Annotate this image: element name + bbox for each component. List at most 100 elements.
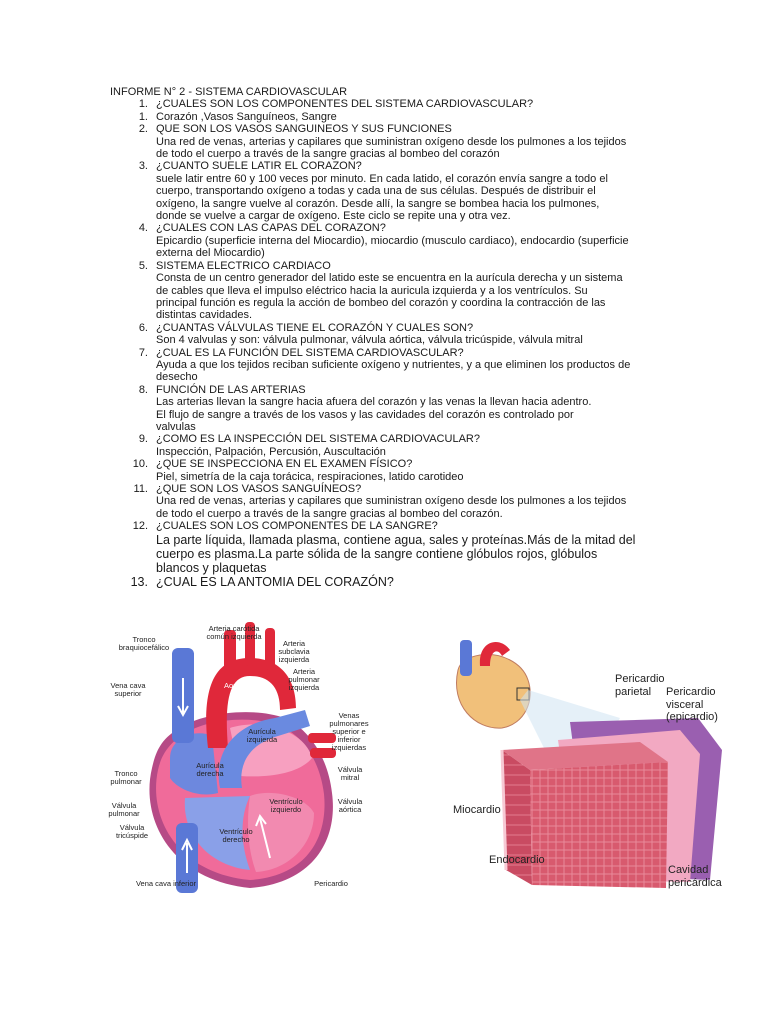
label-miocardio: Miocardio <box>453 804 501 816</box>
label-vent-izq: Ventrículo izquierdo <box>269 797 303 814</box>
carotid-artery <box>245 622 255 666</box>
right-ventricle <box>184 796 250 870</box>
item-question: ¿CUALES SON LOS COMPONENTES DE LA SANGRE… <box>156 520 438 533</box>
list-item: 6. ¿CUANTAS VÁLVULAS TIENE EL CORAZÓN Y C… <box>110 322 670 334</box>
item-answer-line: donde se vuelve a cargar de oxígeno. Est… <box>156 210 511 223</box>
heart-anatomy-figure <box>149 622 336 893</box>
document-title: INFORME N° 2 - SISTEMA CARDIOVASCULAR <box>110 86 348 98</box>
item-answer-line: suele latir entre 60 y 100 veces por min… <box>156 172 608 185</box>
item-answer-line: principal función es regula la acción de… <box>156 296 606 309</box>
list-item: 3. ¿CUANTO SUELE LATIR EL CORAZON? <box>110 160 670 172</box>
item-question: SISTEMA ELECTRICO CARDIACO <box>156 259 331 272</box>
flow-arrow <box>177 678 189 718</box>
list-item: 1. Corazón ,Vasos Sanguíneos, Sangre <box>110 111 670 123</box>
pulmonary-vein-lower <box>310 748 336 758</box>
question-list: 1.¿CUALES SON LOS COMPONENTES DEL SISTEM… <box>110 98 670 532</box>
list-item: 9. ¿COMO ES LA INSPECCIÓN DEL SISTEMA CAR… <box>110 433 670 445</box>
item-number: 4. <box>138 222 148 235</box>
label-cava-inf: Vena cava inferior <box>135 879 197 888</box>
small-heart-vein <box>460 640 472 676</box>
item-answer-line: Epicardio (superficie interna del Miocar… <box>156 234 629 247</box>
item-question: ¿QUE SON LOS VASOS SANGUÍNEOS? <box>156 483 362 495</box>
item-number: 3. <box>138 160 148 173</box>
item-answer-line: El flujo de sangre a través de los vasos… <box>156 408 574 421</box>
item-number: 11. <box>133 483 148 495</box>
label-aur-der: Aurícula derecha <box>196 761 224 778</box>
flow-arrow <box>255 813 271 859</box>
item-question: FUNCIÓN DE LAS ARTERIAS <box>156 383 306 396</box>
label-tronco-pulm: Tronco pulmonar <box>110 769 142 786</box>
item-answer-line: Inspección, Palpación, Percusión, Auscul… <box>156 445 386 458</box>
list-item: 4.¿CUALES CON LAS CAPAS DEL CORAZON? <box>110 222 670 234</box>
item-answer-line: de todo el cuerpo a través de la sangre … <box>156 507 503 520</box>
small-heart-aorta <box>479 642 510 666</box>
list-item: 2.QUE SON LOS VASOS SANGUINEOS Y SUS FUN… <box>110 123 670 135</box>
heart-layers-figure <box>456 640 722 888</box>
item-answer-line: cuerpo, transportando oxígeno a todas y … <box>156 185 596 198</box>
small-heart <box>456 653 531 729</box>
label-vent-der: Ventrículo derecho <box>219 827 253 844</box>
list-item: 11. ¿QUE SON LOS VASOS SANGUÍNEOS? <box>110 483 670 495</box>
item-number: 13. <box>130 574 148 589</box>
label-tronco: Tronco braquiocefálico <box>118 635 170 652</box>
document-body: INFORME N° 2 - SISTEMA CARDIOVASCULAR 1.… <box>110 86 670 589</box>
item-question: ¿COMO ES LA INSPECCIÓN DEL SISTEMA CARDI… <box>156 433 480 446</box>
label-v-pulmonar: Válvula pulmonar <box>108 801 140 818</box>
brachiocephalic-trunk <box>224 630 236 670</box>
item-answer-line: Una red de venas, arterias y capilares q… <box>156 135 627 148</box>
label-subclavia: Arteria subclavia izquierda <box>278 639 310 664</box>
item-number: 2. <box>138 123 148 136</box>
item-answer-line: desecho <box>156 371 198 384</box>
right-atrium <box>170 733 218 795</box>
answer-12: La parte líquida, llamada plasma, contie… <box>110 533 670 575</box>
myocardium-top <box>502 742 668 770</box>
item-answer-line: Son 4 valvulas y son: válvula pulmonar, … <box>156 334 583 347</box>
item-answer-line: distintas cavidades. <box>156 309 252 322</box>
label-v-aortica: Válvula aórtica <box>337 797 363 814</box>
item-answer-line: Las arterias llevan la sangre hacia afue… <box>156 396 592 409</box>
item-number: 9. <box>138 433 148 446</box>
item-question: ¿CUANTAS VÁLVULAS TIENE EL CORAZÓN Y CUA… <box>156 321 474 334</box>
item-number: 5. <box>138 259 148 272</box>
label-parietal: Pericardio parietal <box>615 673 665 698</box>
myocardium-front <box>502 750 532 885</box>
answer-12-line: La parte líquida, llamada plasma, contie… <box>156 532 636 547</box>
item-answer-line: Ayuda a que los tejidos reciban suficien… <box>156 358 631 371</box>
item-answer-line: oxígeno, la sangre vuelve al corazón. De… <box>156 197 600 210</box>
item-number: 10. <box>132 458 148 471</box>
label-pulm-izq: Arteria pulmonar izquierda <box>288 667 320 692</box>
left-ventricle <box>248 792 314 872</box>
myocardium-side <box>530 762 668 888</box>
item-number: 7. <box>138 346 148 359</box>
label-aorta: Aorta <box>224 681 242 690</box>
answer-12-line: blancos y plaquetas <box>156 560 267 575</box>
endocardium-edge <box>500 749 508 871</box>
list-item: 10.¿QUE SE INSPECCIONA EN EL EXAMEN FÍSI… <box>110 458 670 470</box>
item-number: 6. <box>138 321 148 334</box>
item-answer-line: Consta de un centro generador del latido… <box>156 272 623 285</box>
flow-arrow <box>181 837 193 873</box>
label-venas-pulm: Venas pulmonares superior e inferior izq… <box>329 711 369 752</box>
item-answer-line: valvulas <box>156 420 196 433</box>
item-question: Corazón ,Vasos Sanguíneos, Sangre <box>156 110 337 123</box>
item-number: 8. <box>138 383 148 396</box>
label-v-mitral: Válvula mitral <box>337 765 363 782</box>
item-number: 1. <box>138 98 148 111</box>
item-answer-line: Una red de venas, arterias y capilares q… <box>156 495 627 508</box>
label-pericardio: Pericardio <box>314 879 348 888</box>
list-item-13: 13. ¿CUAL ES LA ANTOMIA DEL CORAZÓN? <box>110 575 670 589</box>
item-answer-line: de cables que lleva el impulso eléctrico… <box>156 284 588 297</box>
item-number: 12. <box>132 520 148 533</box>
label-cava-sup: Vena cava superior <box>110 681 146 698</box>
list-item: 12. ¿CUALES SON LOS COMPONENTES DE LA SAN… <box>110 520 670 532</box>
item-answer-line: de todo el cuerpo a través de la sangre … <box>156 148 500 161</box>
label-carotida: Arteria carótida común izquierda <box>206 624 262 641</box>
item-question: ¿CUAL ES LA FUNCIÓN DEL SISTEMA CARDIOVA… <box>156 346 464 359</box>
subclavian-artery <box>265 628 275 670</box>
label-endocardio: Endocardio <box>489 854 545 866</box>
answer-12-line: cuerpo es plasma.La parte sólida de la s… <box>156 546 598 561</box>
list-item: 8. FUNCIÓN DE LAS ARTERIAS <box>110 384 670 396</box>
aorta-arch <box>206 658 296 748</box>
item-number: 1. <box>138 110 148 123</box>
item-question: ¿CUANTO SUELE LATIR EL CORAZON? <box>156 160 362 173</box>
